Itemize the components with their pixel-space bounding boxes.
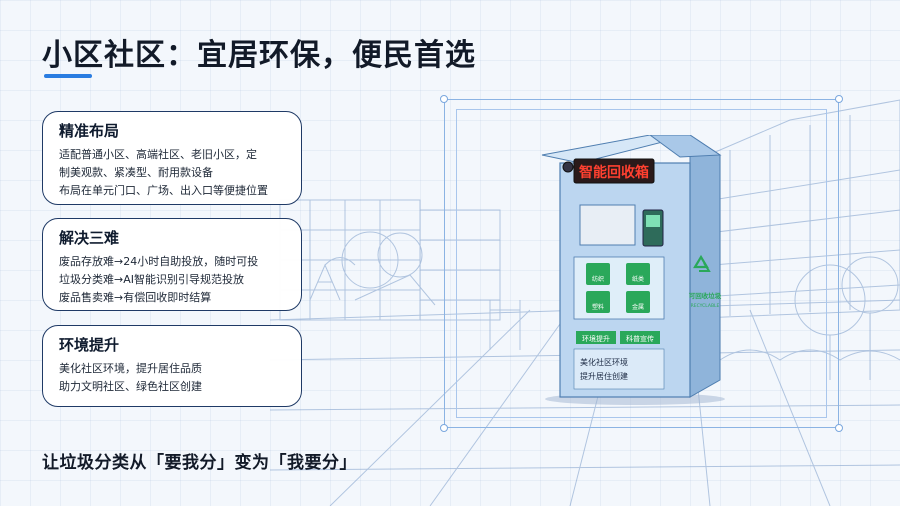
smart-recycling-bin: 智能回收箱 纺织 纸类 塑料 金属 环境提升 科普宣传 美化社区环境 提升居住创… [541, 135, 725, 405]
label-environment: 环境提升 [582, 334, 610, 343]
slot-textile: 纺织 [586, 263, 610, 285]
svg-text:纸类: 纸类 [632, 275, 644, 283]
illustration-inner-frame [456, 109, 827, 418]
card-heading: 精准布局 [59, 122, 120, 140]
card-line: 助力文明社区、绿色社区创建 [59, 380, 202, 393]
frame-corner [835, 95, 843, 103]
camera-icon [562, 161, 574, 173]
panel-line-2: 提升居住创建 [580, 371, 628, 381]
card-line: 美化社区环境，提升居住品质 [59, 362, 202, 375]
frame-corner [440, 95, 448, 103]
card-line: 垃圾分类难→AI智能识别引导规范投放 [59, 273, 244, 286]
card-line: 适配普通小区、高端社区、老旧小区，定 [59, 148, 257, 161]
panel-line-1: 美化社区环境 [580, 357, 628, 367]
recyclable-label: 可回收垃圾 [689, 291, 722, 300]
title-accent-bar [44, 74, 92, 78]
card-heading: 环境提升 [59, 336, 120, 354]
recyclable-sub: RECYCLABLE [691, 303, 720, 309]
card-line: 布局在单元门口、广场、出入口等便捷位置 [59, 184, 268, 197]
card-line: 废品售卖难→有偿回收即时结算 [59, 291, 212, 304]
slot-metal: 金属 [626, 291, 650, 313]
label-science: 科普宣传 [626, 334, 654, 343]
card-heading: 解决三难 [59, 229, 120, 247]
page-title: 小区社区：宜居环保，便民首选 [42, 38, 476, 73]
slot-paper: 纸类 [626, 263, 650, 285]
recycle-icon [693, 254, 711, 272]
led-display-text: 智能回收箱 [578, 164, 649, 181]
svg-text:金属: 金属 [632, 303, 644, 311]
card-precise-layout: 精准布局 适配普通小区、高端社区、老旧小区，定 制美观款、紧凑型、耐用款设备 布… [42, 111, 302, 205]
card-environment-improvement: 环境提升 美化社区环境，提升居住品质 助力文明社区、绿色社区创建 [42, 325, 302, 407]
card-line: 制美观款、紧凑型、耐用款设备 [59, 166, 213, 179]
slot-plastic: 塑料 [586, 291, 610, 313]
card-line: 废品存放难→24小时自助投放，随时可投 [59, 255, 259, 268]
card-solve-three-problems: 解决三难 废品存放难→24小时自助投放，随时可投 垃圾分类难→AI智能识别引导规… [42, 218, 302, 311]
slogan: 让垃圾分类从「要我分」变为「我要分」 [42, 453, 357, 473]
illustration-frame [444, 99, 839, 428]
frame-corner [440, 424, 448, 432]
frame-corner [835, 424, 843, 432]
svg-text:纺织: 纺织 [592, 275, 604, 283]
svg-text:塑料: 塑料 [592, 303, 604, 311]
